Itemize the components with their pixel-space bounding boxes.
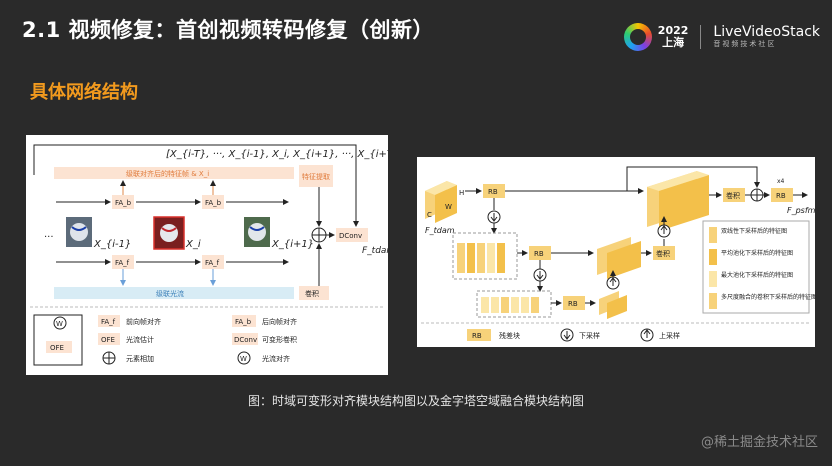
ofe-legend-frame bbox=[33, 314, 83, 366]
legend-fa-b-desc: 后向帧对齐 bbox=[262, 317, 297, 326]
dim-c: C bbox=[427, 211, 432, 219]
input-feature-cube bbox=[425, 181, 457, 223]
conv-label-mid: 卷积 bbox=[656, 249, 670, 258]
legend-dconv: DConv bbox=[234, 336, 257, 344]
legend-warp-icon bbox=[237, 351, 251, 365]
tdam-diagram-panel: [X_{i-T}, ···, X_{i-1}, X_i, X_{i+1}, ··… bbox=[26, 135, 403, 375]
rb-block-2 bbox=[529, 246, 551, 260]
aligned-features-bar bbox=[54, 167, 294, 179]
legend-add-desc: 元素相加 bbox=[126, 354, 154, 363]
legend-fa-f-desc: 前向帧对齐 bbox=[126, 317, 161, 326]
output-f-psfm: F_psfm bbox=[787, 206, 815, 215]
logo-sub: 音视频技术社区 bbox=[713, 40, 777, 48]
psfm-diagram: H W C F_tdam RB 卷积 bbox=[421, 166, 817, 342]
conv-block-top bbox=[723, 188, 745, 202]
watermark: @稀土掘金技术社区 bbox=[700, 435, 818, 450]
legend-down: 下采样 bbox=[579, 331, 600, 340]
input-f-tdam: F_tdam bbox=[425, 226, 455, 235]
legend-fa-b: FA_b bbox=[235, 318, 252, 326]
optical-flow-label: 级联光流 bbox=[156, 289, 184, 298]
legend-item-2: 平均池化下采样后的特征图 bbox=[721, 249, 793, 257]
low-out-stack bbox=[599, 291, 627, 319]
logo-year-block: 2022 上海 bbox=[658, 25, 689, 49]
fa-f-label-2: FA_f bbox=[205, 259, 220, 267]
legend-item-4: 多尺度融合的卷积下采样后的特征图 bbox=[721, 293, 815, 301]
section-subtitle: 具体网络结构 bbox=[30, 82, 138, 103]
legend-dconv-desc: 可变形卷积 bbox=[262, 335, 297, 344]
input-sequence-label: [X_{i-T}, ···, X_{i-1}, X_i, X_{i+1}, ··… bbox=[166, 149, 388, 160]
f-tdam-label: F_tdam bbox=[362, 246, 388, 256]
x-cur-label: X_i bbox=[185, 239, 201, 250]
warp-icon bbox=[53, 316, 67, 330]
fa-b-box-2 bbox=[202, 195, 224, 209]
ofe-box bbox=[46, 341, 72, 353]
repeat-x4: x4 bbox=[777, 178, 785, 185]
rb-block-out bbox=[771, 188, 793, 202]
fa-f-label-1: FA_f bbox=[115, 259, 130, 267]
conv-box bbox=[299, 286, 329, 300]
conference-logo-icon bbox=[623, 23, 652, 51]
rb-label-3: RB bbox=[568, 300, 578, 308]
ellipsis-left: ... bbox=[44, 229, 54, 240]
frame-prev bbox=[66, 217, 92, 247]
logo-brand: LiveVideoStack bbox=[713, 24, 820, 40]
mid-out-stack bbox=[597, 237, 641, 279]
ofe-label: OFE bbox=[50, 344, 64, 352]
dim-w: W bbox=[445, 203, 452, 211]
mid-feature-stack bbox=[457, 243, 505, 273]
legend-fa-f: FA_f bbox=[101, 318, 116, 326]
dconv-box bbox=[336, 228, 368, 242]
legend-ofe: OFE bbox=[101, 336, 115, 344]
legend-item-3: 最大池化下采样后的特征图 bbox=[721, 271, 793, 279]
conv-block-mid bbox=[653, 246, 675, 260]
legend-rb: RB bbox=[472, 332, 482, 340]
x-next-label: X_{i+1} bbox=[271, 239, 314, 250]
feature-extract-label: 特征提取 bbox=[302, 172, 330, 181]
rb-block-1 bbox=[483, 184, 505, 198]
legend-rb-desc: 残差块 bbox=[499, 331, 520, 340]
legend-w: W bbox=[240, 355, 247, 363]
fa-f-box-1 bbox=[112, 255, 134, 269]
rb-label-out: RB bbox=[776, 192, 786, 200]
legend-warp-desc: 光流对齐 bbox=[262, 354, 290, 363]
rb-block-3 bbox=[563, 296, 585, 310]
frame-next bbox=[244, 217, 270, 247]
pyramid-legend bbox=[702, 220, 810, 314]
slide-title: 2.1 视频修复：首创视频转码修复（创新） bbox=[22, 18, 435, 42]
logo-brand-block: LiveVideoStack 音视频技术社区 bbox=[713, 25, 820, 49]
logo-year: 2022 bbox=[657, 24, 689, 37]
warp-symbol: W bbox=[56, 320, 63, 328]
psfm-diagram-panel: H W C F_tdam RB 卷积 bbox=[417, 157, 817, 347]
legend-item-1: 双线性下采样后的特征图 bbox=[721, 227, 787, 235]
fa-b-box-1 bbox=[112, 195, 134, 209]
rb-label-2: RB bbox=[534, 250, 544, 258]
optical-flow-bar bbox=[54, 287, 294, 299]
fa-b-label-1: FA_b bbox=[115, 199, 132, 207]
legend-up: 上采样 bbox=[659, 331, 680, 340]
conv-label: 卷积 bbox=[305, 289, 319, 298]
dconv-label: DConv bbox=[339, 232, 362, 240]
conv-label-top: 卷积 bbox=[726, 191, 740, 200]
rb-label-1: RB bbox=[488, 188, 498, 196]
logo-divider bbox=[700, 25, 702, 49]
feature-extract-box bbox=[299, 165, 333, 187]
mid-scale-group bbox=[452, 232, 518, 280]
logo-city: 上海 bbox=[662, 36, 685, 49]
fa-f-box-2 bbox=[202, 255, 224, 269]
aligned-features-label: 级联对齐后的特征帧 & X_i bbox=[126, 169, 209, 178]
top-feature-stack bbox=[647, 171, 709, 231]
figure-caption: 图：时域可变形对齐模块结构图以及金字塔空域融合模块结构图 bbox=[247, 394, 584, 408]
legend-ofe-desc: 光流估计 bbox=[126, 335, 154, 344]
low-feature-stack bbox=[481, 297, 539, 313]
event-logo: 2022 上海 LiveVideoStack 音视频技术社区 bbox=[623, 22, 820, 52]
x-prev-label: X_{i-1} bbox=[93, 239, 131, 250]
frame-current bbox=[153, 216, 185, 250]
fa-b-label-2: FA_b bbox=[205, 199, 222, 207]
tdam-diagram: [X_{i-T}, ···, X_{i-1}, X_i, X_{i+1}, ··… bbox=[30, 144, 403, 366]
dim-h: H bbox=[459, 189, 464, 197]
low-scale-group bbox=[476, 290, 552, 318]
